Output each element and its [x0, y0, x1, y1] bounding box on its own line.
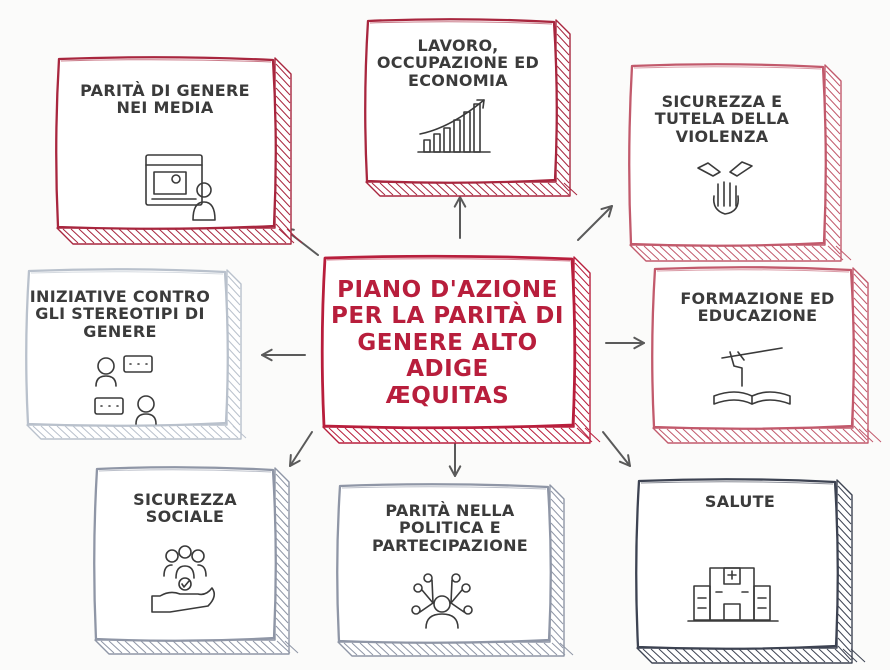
hospital-icon: [687, 567, 779, 622]
node-label: FORMAZIONE ED EDUCAZIONE: [680, 288, 835, 325]
node-box-formazione: [651, 266, 882, 444]
person-network-icon: [411, 573, 473, 629]
connector-arrow: [605, 336, 645, 350]
center-box: [320, 254, 601, 444]
node-label: PARITÀ DI GENERE NEI MEDIA: [80, 80, 250, 117]
node-label: SICUREZZA SOCIALE: [133, 489, 237, 526]
node-box-sicurezza-sociale: [93, 466, 299, 655]
node-label: SALUTE: [704, 492, 776, 512]
icons: [94, 99, 791, 629]
connector-arrow: [261, 348, 306, 362]
media-screen-icon: [145, 154, 216, 221]
node-label: LAVORO, OCCUPAZIONE ED ECONOMIA: [376, 36, 540, 90]
node-label: PARITÀ NELLA POLITICA E PARTECIPAZIONE: [371, 501, 529, 555]
center-title: PIANO D'AZIONE PER LA PARITÀ DI GENERE A…: [331, 276, 564, 409]
node-box-media: [55, 56, 303, 245]
node-label: SICUREZZA E TUTELA DELLA VIOLENZA: [654, 92, 790, 146]
hand-people-icon: [151, 545, 216, 613]
node-box-sicurezza-violenza: [628, 63, 852, 262]
node-label: INIZIATIVE CONTRO GLI STEREOTIPI DI GENE…: [29, 287, 211, 341]
connector-arrow: [577, 205, 613, 241]
node-box-politica: [336, 483, 574, 657]
connector-arrow: [289, 431, 313, 467]
connector-arrow: [453, 196, 467, 239]
joined-hands-icon: [697, 161, 753, 215]
growth-bar-chart-icon: [417, 99, 491, 153]
boxes: [25, 18, 882, 664]
node-box-lavoro: [364, 18, 578, 197]
connector-arrow: [448, 439, 462, 477]
people-talking-icon: [94, 355, 157, 425]
arrows: [261, 196, 645, 477]
book-pencil-icon: [713, 347, 791, 405]
node-box-salute: [635, 478, 866, 664]
connector-arrow: [602, 431, 631, 467]
node-box-stereotipi: [25, 268, 247, 440]
